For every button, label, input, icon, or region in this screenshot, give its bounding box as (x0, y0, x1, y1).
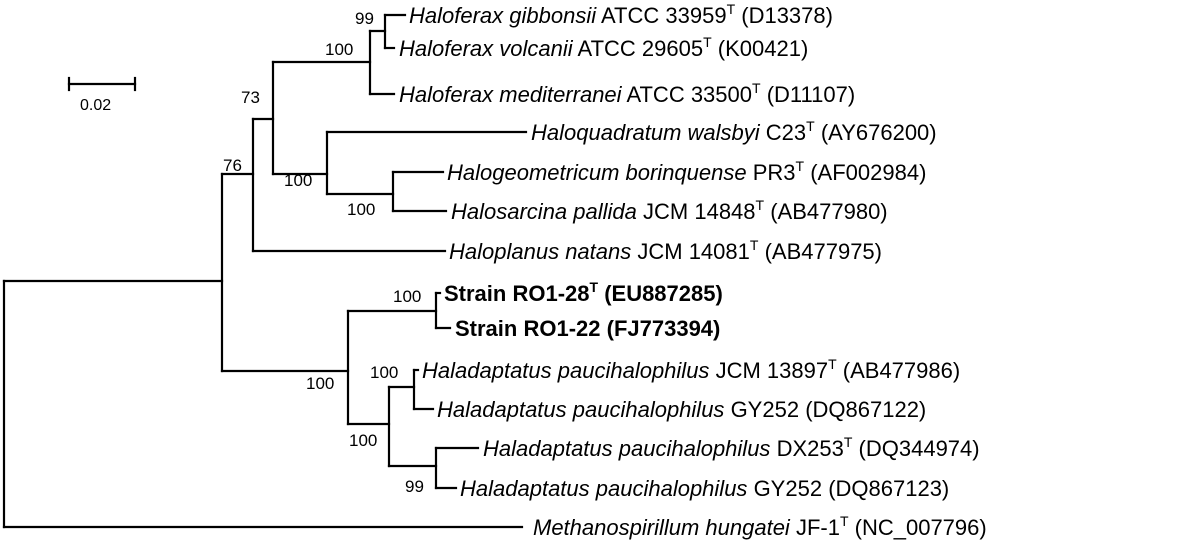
taxon-label: Haladaptatus paucihalophilus GY252 (DQ86… (460, 476, 949, 501)
scale-bar: 0.02 (67, 76, 137, 114)
taxon-label-outgroup: Methanospirillum hungatei JF-1T (NC_0077… (533, 513, 987, 540)
bootstrap-haladaptatus: 100 (349, 431, 377, 450)
bootstrap-ro1-strains: 100 (393, 287, 421, 306)
taxon-label: Haladaptatus paucihalophilus DX253T (DQ3… (483, 434, 980, 461)
taxon-label-ro1-28: Strain RO1-28T (EU887285) (444, 279, 723, 306)
taxon-label: Haladaptatus paucihalophilus GY252 (DQ86… (437, 397, 926, 422)
taxon-label: Haloferax mediterranei ATCC 33500T (D111… (399, 80, 855, 107)
taxon-label-ro1-22: Strain RO1-22 (FJ773394) (455, 316, 720, 341)
bootstrap-jcm-gy252: 100 (370, 363, 398, 382)
tree-branches (2, 13, 528, 529)
bootstrap-dx253-gy252: 99 (405, 477, 424, 496)
bootstrap-clade-73: 73 (241, 88, 260, 107)
bootstrap-quadratum-group: 100 (284, 171, 312, 190)
taxon-labels: Haloferax gibbonsii ATCC 33959T (D13378)… (399, 1, 987, 540)
scale-bar-label: 0.02 (80, 97, 111, 114)
bootstrap-geometricum-sarcina: 100 (347, 200, 375, 219)
taxon-label: Halosarcina pallida JCM 14848T (AB477980… (451, 197, 888, 224)
bootstrap-values: 99 100 73 76 100 100 100 100 100 100 99 (223, 9, 424, 496)
bootstrap-ro1-haladaptatus: 100 (306, 374, 334, 393)
bootstrap-gibbonsii-volcanii: 99 (355, 9, 374, 28)
taxon-label: Haladaptatus paucihalophilus JCM 13897T … (422, 356, 960, 383)
bootstrap-haloferax: 100 (325, 40, 353, 59)
bootstrap-clade-76: 76 (223, 156, 242, 175)
taxon-label: Halogeometricum borinquense PR3T (AF0029… (447, 158, 926, 185)
taxon-label: Haloplanus natans JCM 14081T (AB477975) (449, 237, 882, 264)
taxon-label: Haloferax volcanii ATCC 29605T (K00421) (399, 34, 808, 61)
taxon-label: Haloquadratum walsbyi C23T (AY676200) (531, 118, 937, 145)
taxon-label: Haloferax gibbonsii ATCC 33959T (D13378) (409, 1, 833, 28)
